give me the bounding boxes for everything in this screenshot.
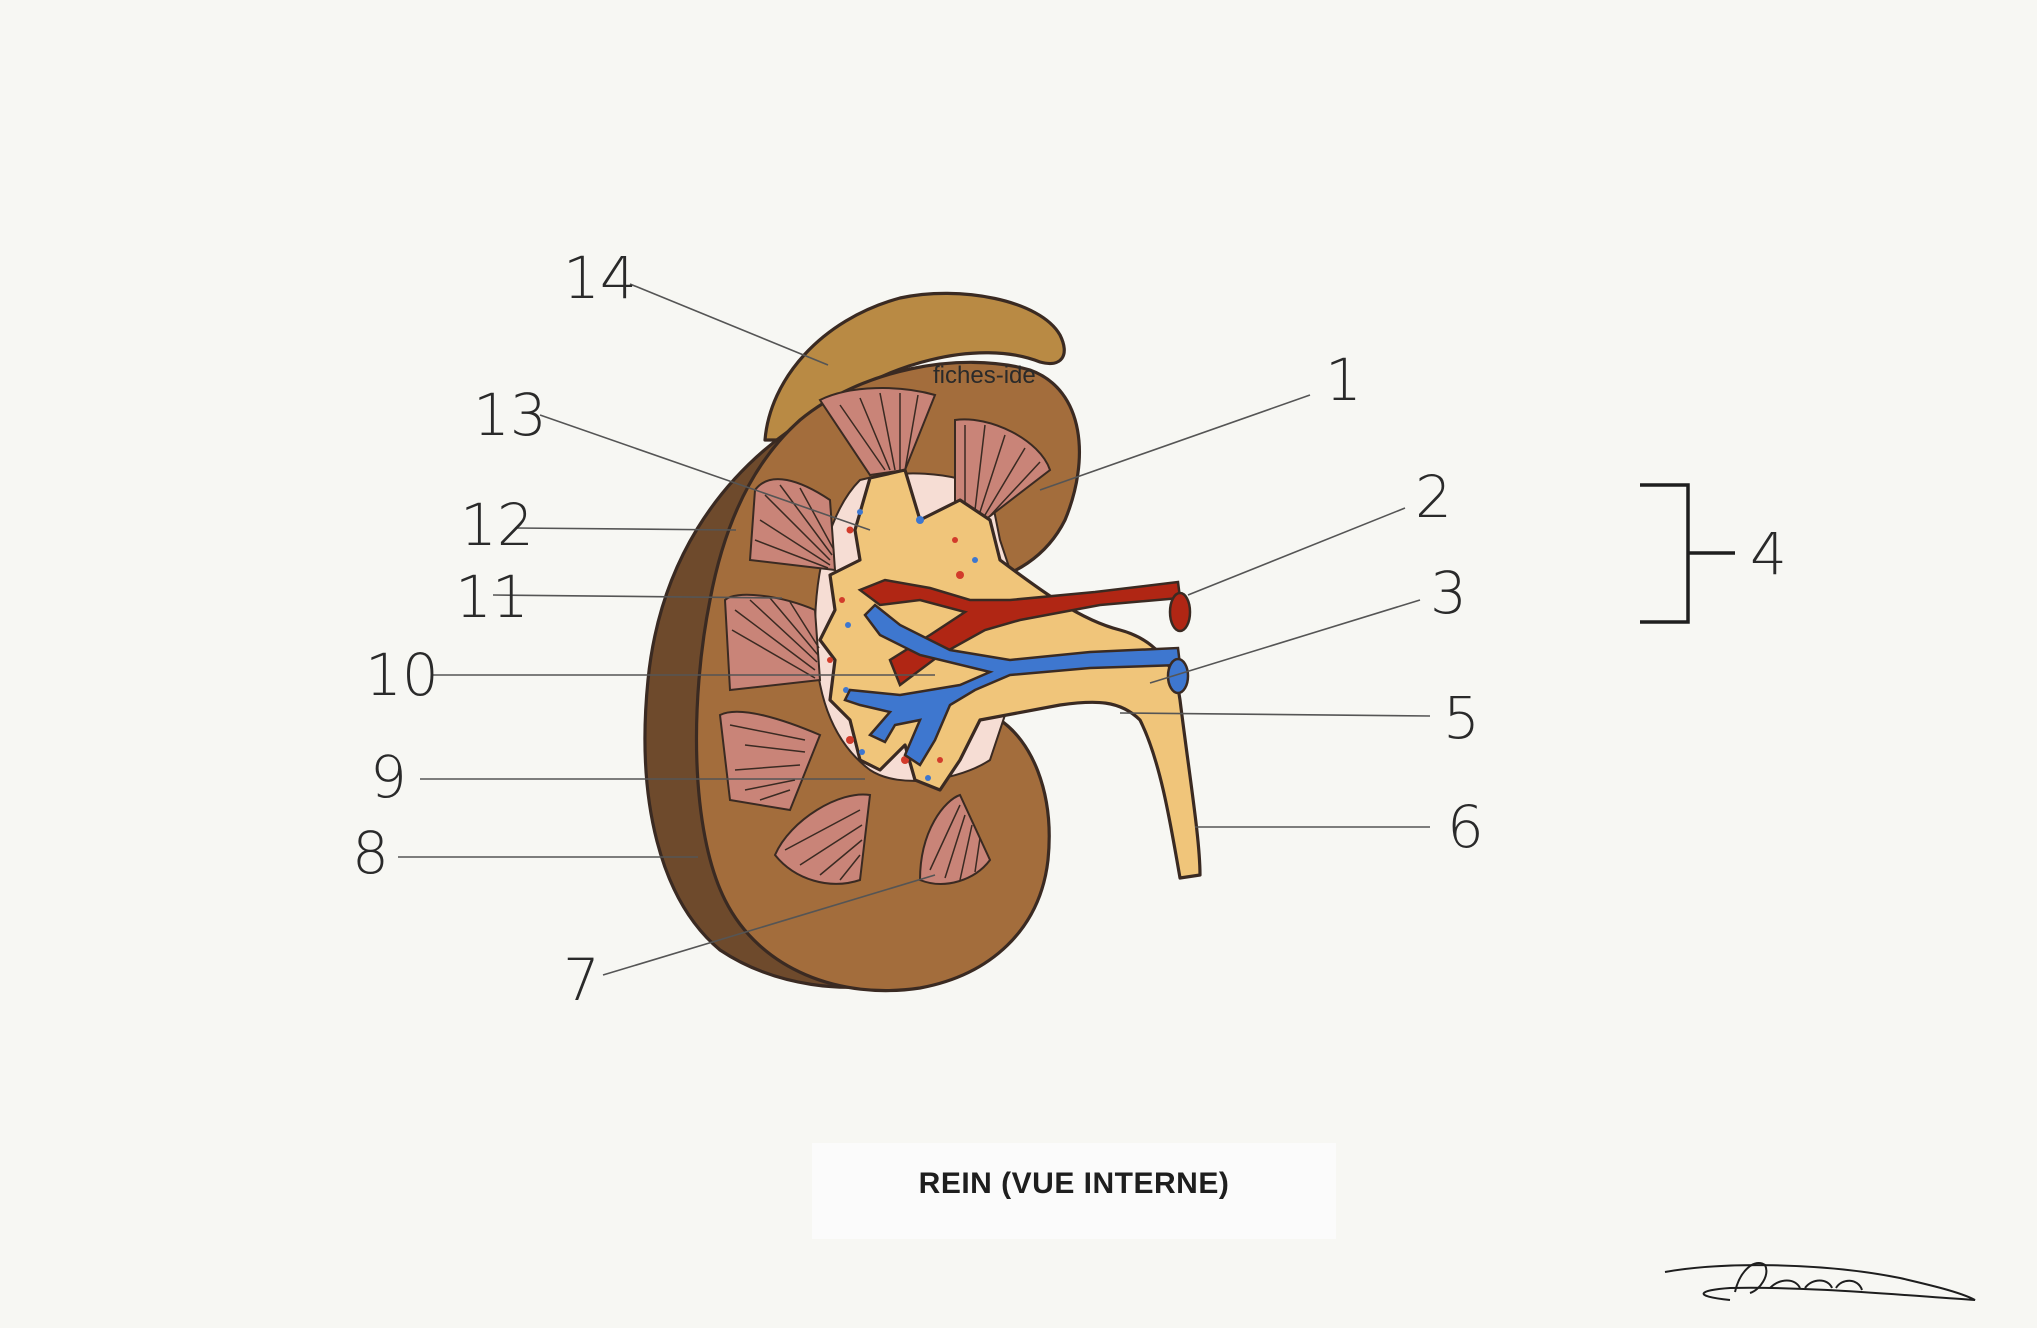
renal-artery-end [1168,591,1192,633]
label-10: 10 [365,641,439,709]
label-4: 4 [1750,520,1787,588]
label-3: 3 [1430,559,1467,627]
label-6: 6 [1447,793,1484,861]
leader-3 [1149,599,1421,684]
label-8: 8 [352,819,389,887]
label-9: 9 [370,743,407,811]
leader-11 [492,594,783,599]
label-14: 14 [563,244,637,312]
renal-vein [843,603,1182,767]
label-13: 13 [473,381,547,449]
label-11: 11 [455,563,529,631]
watermark: fiches-ide [933,362,1036,389]
leader-13 [539,414,871,531]
leader-7 [602,874,936,976]
label-7: 7 [563,946,600,1014]
signature [1664,1262,1976,1301]
leader-14 [629,283,829,366]
labels: 1 2 3 4 5 6 7 8 9 10 11 12 13 14 [352,244,1787,1014]
leader-5 [1119,712,1431,717]
pyramid-striations [729,392,1041,881]
renal-vein-end [1166,657,1190,695]
leader-12 [514,527,737,531]
bracket-4 [1640,483,1735,624]
leader-lines [398,283,1431,976]
adrenal-gland [763,291,1066,442]
sinus-speckles [827,509,978,781]
label-12: 12 [460,491,534,559]
renal-artery [857,578,1182,687]
diagram-title: REIN (VUE INTERNE) [918,1167,1230,1200]
label-2: 2 [1415,463,1452,531]
leader-2 [1187,507,1406,596]
label-5: 5 [1443,684,1480,752]
leader-1 [1039,394,1311,491]
label-1: 1 [1325,346,1362,414]
title-box [812,1143,1336,1239]
